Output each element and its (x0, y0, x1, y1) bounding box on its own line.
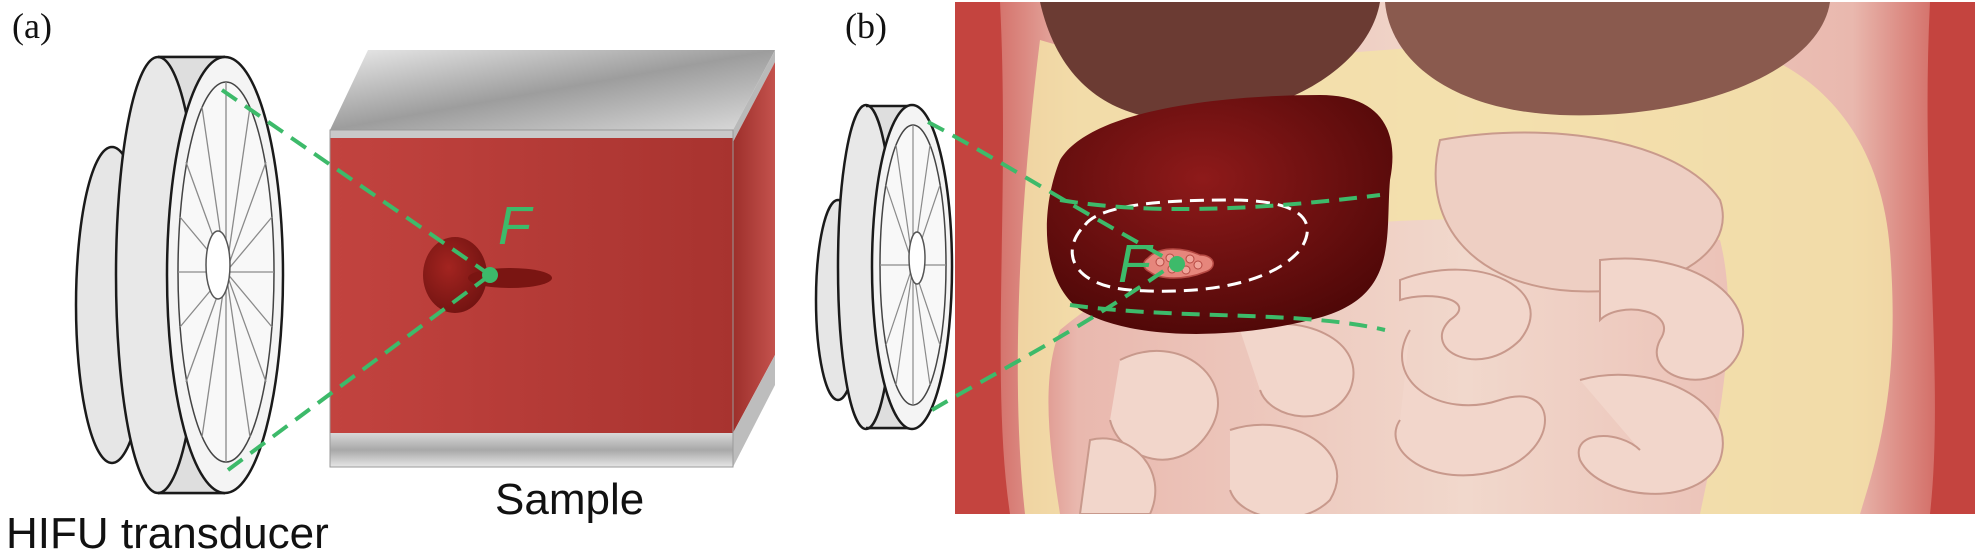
sample-cube (329, 50, 775, 468)
ultrasound-beam-b (927, 120, 1386, 412)
panel-a-label: (a) (12, 6, 52, 46)
sample-label: Sample (495, 475, 644, 524)
focus-label-b: F (1118, 234, 1154, 294)
focal-point (482, 267, 498, 283)
hifu-transducer-icon (74, 55, 285, 495)
focus-label-a: F (498, 196, 534, 256)
transducer-label: HIFU transducer (6, 509, 329, 556)
panel-b-label: (b) (845, 6, 887, 46)
focal-point-b (1169, 256, 1185, 272)
liver-organ (1046, 95, 1393, 334)
lesion-shape (423, 237, 487, 313)
panel-b: (b) (814, 2, 1975, 514)
panel-a: (a) (6, 6, 775, 556)
hifu-transducer-icon (814, 103, 954, 431)
